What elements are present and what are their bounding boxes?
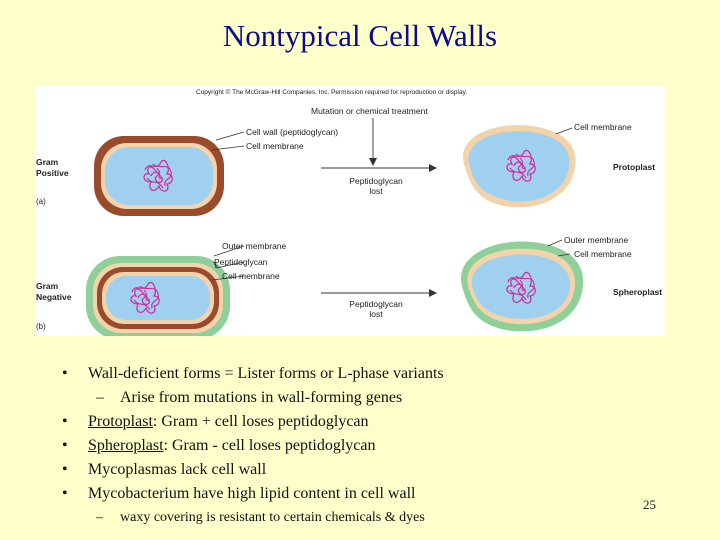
- sub-bullet-waxy: waxy covering is resistant to certain ch…: [62, 508, 662, 528]
- cell-wall-diagram: Copyright © The McGraw-Hill Companies, I…: [36, 88, 662, 336]
- protoplast-name: Protoplast: [613, 162, 655, 172]
- bullet-mycobacterium: Mycobacterium have high lipid content in…: [62, 484, 662, 508]
- copyright-notice: Copyright © The McGraw-Hill Companies, I…: [196, 88, 467, 96]
- arrow-a-label-1: Peptidoglycan: [349, 176, 403, 186]
- gram-positive-label-2: Positive: [36, 168, 69, 178]
- treatment-arrow-head: [369, 158, 377, 166]
- gram-negative-label-1: Gram: [36, 281, 59, 291]
- label-cell-membrane-a: Cell membrane: [246, 141, 304, 151]
- spheroplast-name: Spheroplast: [613, 287, 662, 297]
- label-cell-membrane-b: Cell membrane: [222, 271, 280, 281]
- spheroplast-membrane-label: Cell membrane: [574, 249, 632, 259]
- spheroplast-term: Spheroplast: [88, 437, 164, 454]
- panel-b-letter: (b): [36, 322, 46, 331]
- arrow-a-label-2: lost: [369, 186, 383, 196]
- bullet-protoplast: Protoplast: Gram + cell loses peptidogly…: [62, 412, 662, 436]
- gram-negative-label-2: Negative: [36, 292, 72, 302]
- slide-title: Nontypical Cell Walls: [222, 18, 498, 53]
- gram-positive-label-1: Gram: [36, 157, 59, 167]
- sub-bullet-mutations: Arise from mutations in wall-forming gen…: [62, 388, 662, 412]
- arrow-b-label-1: Peptidoglycan: [349, 299, 403, 309]
- arrow-b-label-2: lost: [369, 309, 383, 319]
- page-number: 25: [643, 497, 656, 512]
- cell-wall-figure: Copyright © The McGraw-Hill Companies, I…: [36, 86, 666, 336]
- bullet-wall-deficient: Wall-deficient forms = Lister forms or L…: [62, 364, 662, 388]
- label-cell-wall: Cell wall (peptidoglycan): [246, 127, 338, 137]
- label-peptidoglycan: Peptidoglycan: [214, 257, 268, 267]
- spheroplast-outer-label: Outer membrane: [564, 235, 629, 245]
- protoplast-membrane-label: Cell membrane: [574, 122, 632, 132]
- panel-a-letter: (a): [36, 197, 46, 206]
- treatment-label: Mutation or chemical treatment: [311, 106, 428, 116]
- bullet-mycoplasmas: Mycoplasmas lack cell wall: [62, 460, 662, 484]
- bullet-list: Wall-deficient forms = Lister forms or L…: [62, 364, 662, 528]
- bullet-spheroplast: Spheroplast: Gram - cell loses peptidogl…: [62, 436, 662, 460]
- label-outer-membrane: Outer membrane: [222, 241, 287, 251]
- protoplast-term: Protoplast: [88, 413, 153, 430]
